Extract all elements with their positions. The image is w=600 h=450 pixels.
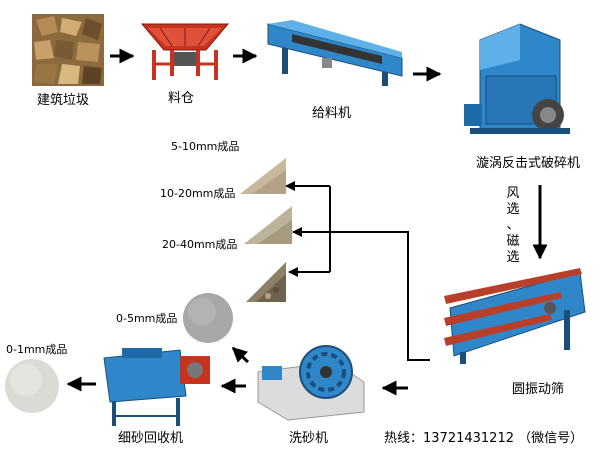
waste-label: 建筑垃圾 (37, 93, 90, 108)
sand-washer-image (257, 345, 365, 421)
p0-1-label: 0-1mm成品 (6, 343, 68, 356)
hopper-label: 料仓 (168, 91, 195, 106)
pile-p5-10 (240, 158, 286, 194)
recycler-label: 细砂回收机 (118, 431, 184, 446)
pile-p0-1 (5, 359, 59, 413)
impact-crusher-image (464, 23, 570, 134)
separation-note-3: 、 (506, 218, 520, 233)
vibrating-screen-image (444, 268, 586, 364)
screen-label: 圆振动筛 (512, 382, 565, 397)
hopper-image (140, 23, 230, 80)
separation-note-4: 磁 (506, 234, 520, 249)
pile-p0-5 (183, 293, 233, 343)
washer-label: 洗砂机 (289, 431, 329, 446)
feeder-label: 给料机 (312, 106, 352, 121)
hotline-text: 热线：13721431212 （微信号） (384, 431, 584, 446)
separation-note-2: 选 (506, 202, 520, 217)
p5-10-label: 5-10mm成品 (171, 140, 240, 153)
separation-note-5: 选 (506, 250, 520, 265)
feeder-image (267, 20, 403, 86)
separation-note-1: 风 (506, 186, 520, 201)
arrow-washer-to-p0-5 (231, 346, 250, 364)
p0-5-label: 0-5mm成品 (116, 312, 178, 325)
p20-40-label: 20-40mm成品 (162, 238, 238, 251)
p10-20-label: 10-20mm成品 (160, 187, 236, 200)
pile-p10-20 (244, 206, 292, 244)
construction-waste-image (32, 14, 104, 86)
crusher-label: 漩涡反击式破碎机 (476, 156, 581, 171)
fine-sand-recycler-image (103, 348, 210, 426)
pile-p20-40 (246, 262, 286, 302)
screen-output-line (385, 231, 430, 361)
